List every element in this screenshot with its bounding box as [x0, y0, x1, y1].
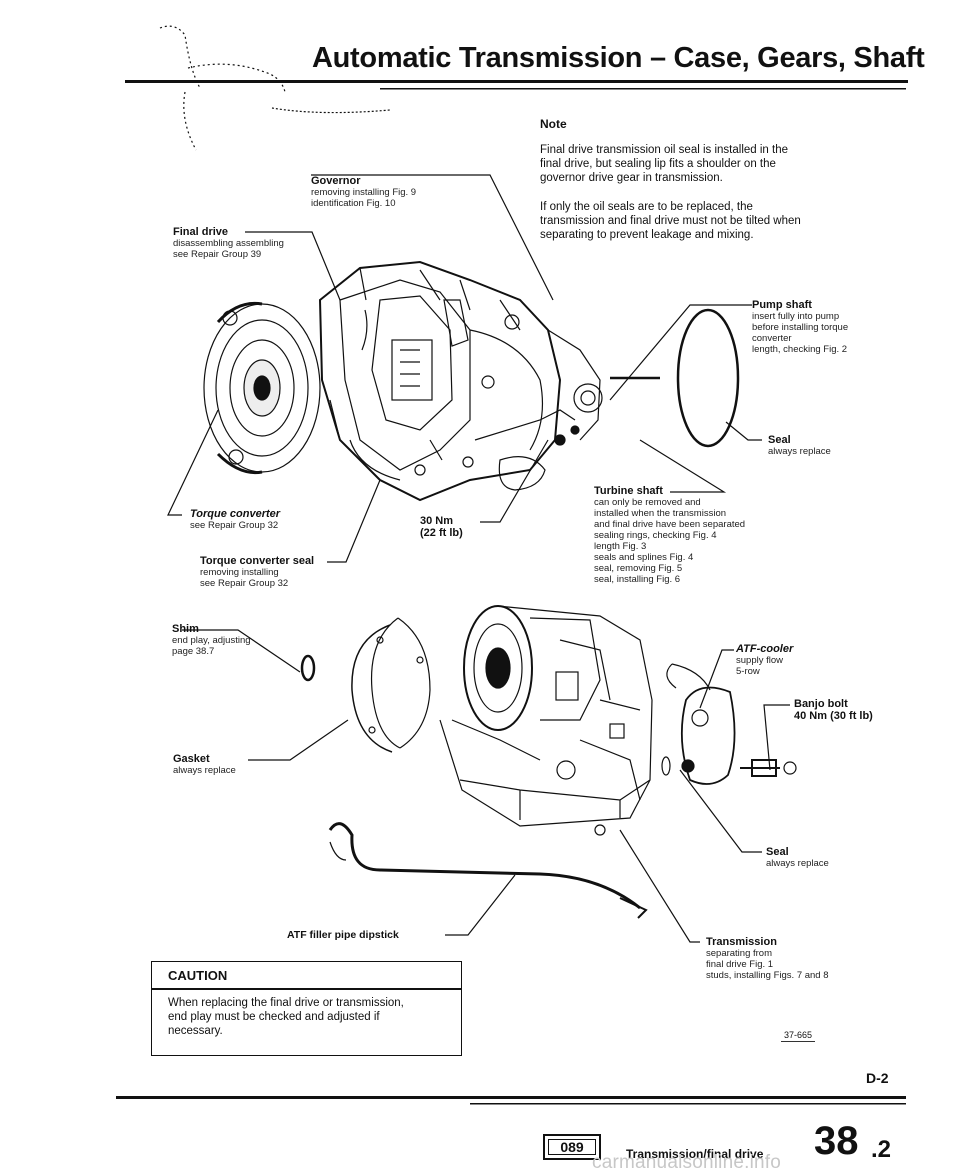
transmission-housing-drawing	[439, 605, 653, 836]
label-gasket: Gasket always replace	[173, 753, 236, 776]
caution-heading: CAUTION	[168, 968, 228, 983]
note-heading: Note	[540, 117, 567, 131]
page-title: Automatic Transmission – Case, Gears, Sh…	[312, 42, 925, 74]
leader-dipstick	[445, 874, 516, 936]
transmission-case-drawing	[318, 260, 660, 502]
leader-final-drive	[245, 231, 341, 301]
label-torque-converter: Torque converter see Repair Group 32	[190, 508, 281, 531]
label-final-drive: Final drive disassembling assembling see…	[173, 226, 284, 260]
caution-divider	[152, 988, 461, 990]
leader-seal-bottom	[679, 769, 762, 853]
label-turbine-shaft: Turbine shaft can only be removed and in…	[594, 485, 746, 585]
torque-converter-drawing	[203, 301, 321, 475]
leader-atf-cooler	[699, 649, 734, 709]
leader-turbine-shaft	[639, 439, 727, 493]
leader-pump-shaft	[609, 304, 752, 401]
note-paragraph-1: Final drive transmission oil seal is ins…	[540, 144, 788, 184]
label-transmission: Transmission separating from final drive…	[706, 936, 829, 981]
label-atf-cooler: ATF-cooler supply flow 5-row	[736, 643, 794, 677]
note-paragraph-2: If only the oil seals are to be replaced…	[540, 201, 801, 241]
leader-transmission	[619, 829, 700, 943]
leader-banjo-bolt	[763, 704, 790, 771]
label-torque-30nm: 30 Nm (22 ft lb)	[420, 515, 463, 539]
leader-seal-top	[725, 421, 762, 441]
shim-drawing	[300, 654, 316, 682]
watermark: carmanualsonline.info	[592, 1152, 782, 1173]
footer-section-text: Transmission/final drive	[626, 1147, 764, 1161]
group-code-box: 089	[543, 1134, 601, 1160]
caution-text: When replacing the final drive or transm…	[168, 997, 404, 1037]
leader-shim	[182, 629, 301, 673]
section-number: 38	[814, 1119, 859, 1163]
leader-torque-converter	[167, 409, 219, 516]
dipstick-drawing	[328, 822, 648, 919]
label-torque-converter-seal: Torque converter seal removing installin…	[200, 555, 315, 589]
label-banjo-bolt: Banjo bolt 40 Nm (30 ft lb)	[794, 698, 873, 722]
leader-gasket	[248, 719, 349, 761]
caution-box: CAUTION When replacing the final drive o…	[151, 961, 462, 1056]
group-code: 089	[548, 1139, 596, 1155]
scribble-marks	[159, 25, 286, 151]
leader-governor	[311, 174, 554, 301]
label-seal-bottom: Seal always replace	[766, 846, 829, 869]
figure-number: 37-665	[781, 1030, 816, 1042]
section-subnumber: .2	[871, 1136, 892, 1163]
atf-cooler-drawing	[661, 663, 797, 785]
label-governor: Governor removing installing Fig. 9 iden…	[311, 175, 417, 209]
page-id: D-2	[866, 1070, 889, 1086]
leader-tc-seal	[327, 479, 381, 563]
label-shim: Shim end play, adjusting page 38.7	[172, 623, 251, 657]
leader-30nm	[480, 439, 549, 523]
gasket-drawing	[351, 617, 431, 753]
o-ring-seal-drawing	[676, 308, 740, 448]
label-pump-shaft: Pump shaft insert fully into pump before…	[752, 299, 849, 355]
label-dipstick: ATF filler pipe dipstick	[287, 929, 399, 941]
label-seal-top: Seal always replace	[768, 434, 831, 457]
